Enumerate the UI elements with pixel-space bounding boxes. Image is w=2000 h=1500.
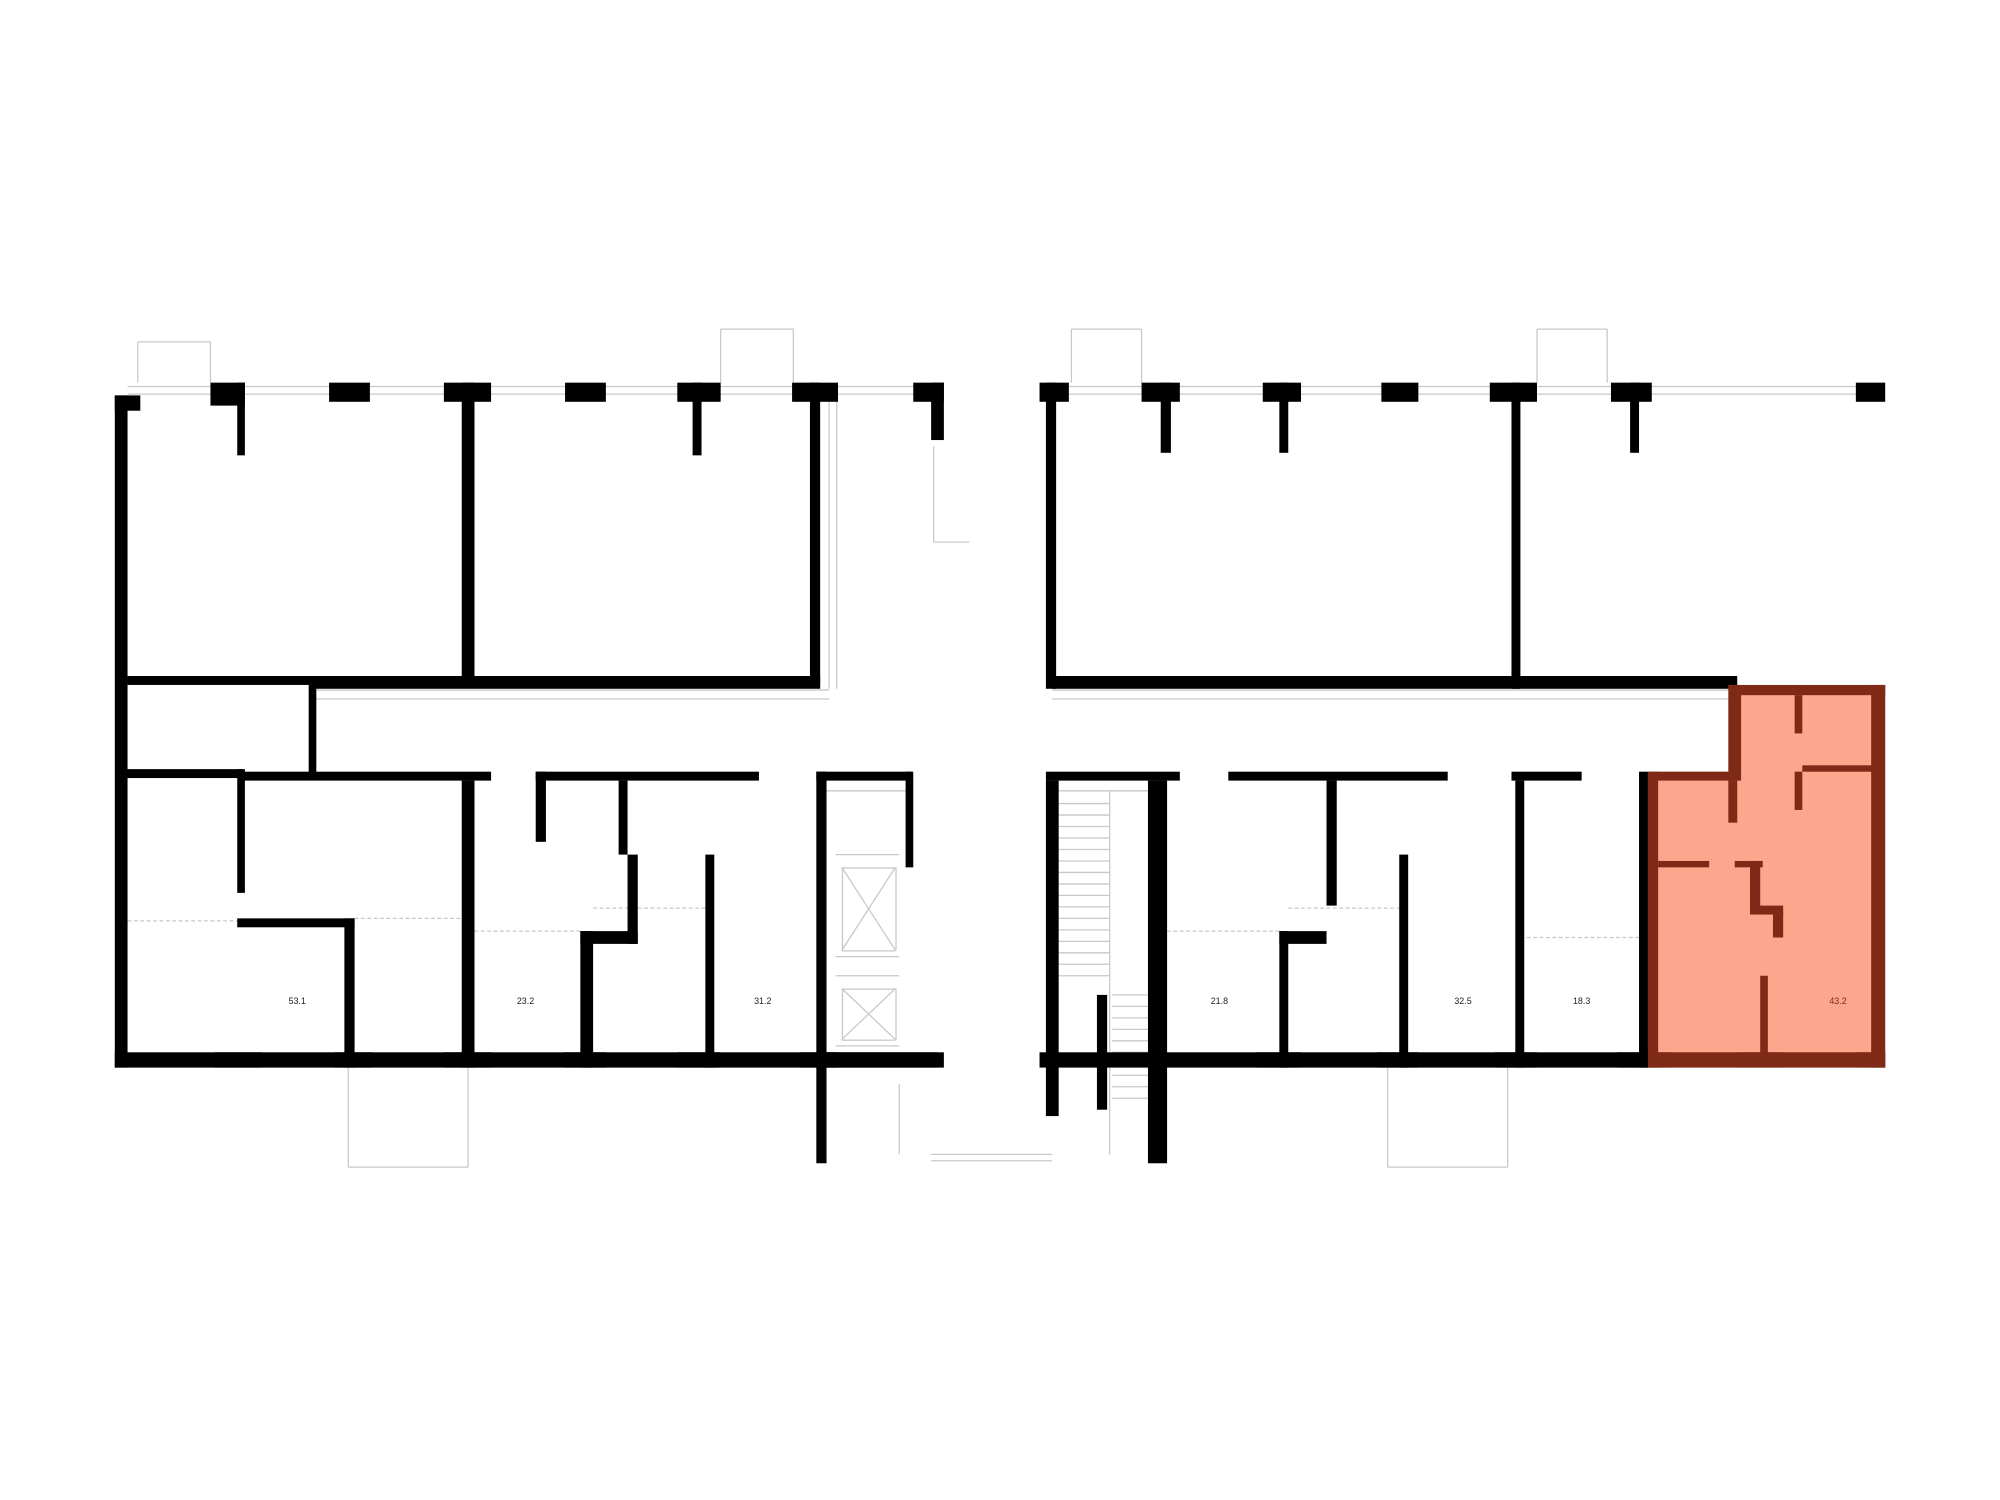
wall xyxy=(443,1052,492,1068)
wall xyxy=(1399,854,1409,1068)
highlighted-wall xyxy=(1737,1052,1784,1068)
wall xyxy=(114,1052,938,1068)
elevator-shaft-edge xyxy=(841,867,844,951)
wall xyxy=(627,854,638,944)
wall xyxy=(1326,780,1337,906)
wall xyxy=(535,771,546,842)
wall xyxy=(580,931,594,1068)
elevator-shaft-edge xyxy=(841,950,896,952)
wall xyxy=(1511,771,1582,781)
highlighted-wall xyxy=(1750,860,1761,912)
wall xyxy=(565,382,606,402)
apartment-area-label[interactable]: 53.1 xyxy=(289,996,306,1006)
wall xyxy=(237,918,355,928)
highlighted-wall xyxy=(1658,860,1710,868)
highlighted-wall xyxy=(1750,905,1784,915)
wall xyxy=(1228,771,1448,781)
apartment-area-label[interactable]: 18.3 xyxy=(1573,996,1590,1006)
wall xyxy=(308,684,317,779)
wall xyxy=(692,382,702,456)
apartment-area-label[interactable]: 23.2 xyxy=(517,996,534,1006)
elevator-shaft-edge xyxy=(841,988,896,990)
highlighted-wall xyxy=(1802,765,1875,772)
highlighted-wall xyxy=(1728,780,1738,823)
wall xyxy=(1279,931,1289,1068)
wall xyxy=(210,382,245,406)
elevator-shaft-edge xyxy=(841,867,896,869)
apartment-area-label-highlighted[interactable]: 43.2 xyxy=(1829,996,1846,1006)
wall xyxy=(237,769,245,893)
wall xyxy=(1045,771,1180,781)
thin-lines xyxy=(127,328,1875,1168)
highlighted-wall xyxy=(1734,684,1886,696)
wall xyxy=(1039,1052,1648,1068)
highlighted-wall xyxy=(1647,771,1659,1068)
highlighted-wall xyxy=(1760,975,1768,1059)
wall xyxy=(705,854,715,1068)
wall xyxy=(816,771,827,1164)
window-line xyxy=(841,988,896,1041)
wall xyxy=(461,780,475,1068)
wall xyxy=(1045,780,1059,1117)
wall xyxy=(1617,1052,1648,1068)
wall xyxy=(535,771,759,781)
wall xyxy=(114,395,128,1068)
apartment-area-label[interactable]: 21.8 xyxy=(1211,996,1228,1006)
walls xyxy=(114,382,1886,1164)
wall xyxy=(1515,780,1525,1068)
apartment-area-label[interactable]: 32.5 xyxy=(1454,996,1471,1006)
wall xyxy=(1639,771,1648,1068)
elevator-shaft-edge xyxy=(841,988,844,1040)
elevator-shaft-edge xyxy=(895,988,897,1040)
wall xyxy=(1147,780,1168,1164)
highlighted-wall xyxy=(1647,1052,1671,1068)
highlighted-wall xyxy=(1647,771,1738,781)
wall xyxy=(127,676,313,685)
wall xyxy=(1855,382,1886,402)
wall xyxy=(214,1052,262,1068)
wall xyxy=(461,382,475,685)
wall xyxy=(1381,382,1419,402)
wall xyxy=(931,382,944,441)
wall xyxy=(237,382,245,456)
highlighted-wall xyxy=(1794,771,1803,810)
highlighted-wall xyxy=(1794,695,1803,734)
wall xyxy=(563,1052,606,1068)
wall xyxy=(799,1052,839,1068)
wall xyxy=(816,771,912,781)
wall xyxy=(1160,382,1171,453)
wall xyxy=(1256,1052,1302,1068)
wall xyxy=(329,382,370,402)
apartment-area-label[interactable]: 31.2 xyxy=(754,996,771,1006)
highlighted-wall xyxy=(1734,860,1763,868)
wall xyxy=(618,780,628,855)
wall xyxy=(809,382,821,685)
wall xyxy=(1279,382,1289,453)
highlighted-wall xyxy=(1871,684,1886,1068)
wall xyxy=(1045,382,1057,689)
wall xyxy=(312,676,821,689)
wall xyxy=(1052,676,1738,689)
elevator-shaft-edge xyxy=(841,1039,896,1041)
wall xyxy=(1630,382,1640,453)
wall xyxy=(580,931,638,944)
wall xyxy=(242,771,492,781)
window-line xyxy=(841,867,896,951)
wall xyxy=(905,771,914,868)
elevator-shaft-edge xyxy=(895,867,897,951)
wall xyxy=(121,769,243,779)
highlighted-wall xyxy=(1855,1052,1886,1068)
highlighted-apartment-walls xyxy=(1647,684,1886,1068)
wall xyxy=(334,1052,373,1068)
wall xyxy=(677,1052,721,1068)
wall xyxy=(344,918,355,1068)
wall xyxy=(1511,382,1521,689)
highlighted-wall xyxy=(1772,911,1784,938)
highlighted-wall xyxy=(1728,684,1742,781)
wall xyxy=(1279,931,1327,944)
wall xyxy=(1494,1052,1537,1068)
wall xyxy=(114,395,141,411)
wall xyxy=(1377,1052,1419,1068)
